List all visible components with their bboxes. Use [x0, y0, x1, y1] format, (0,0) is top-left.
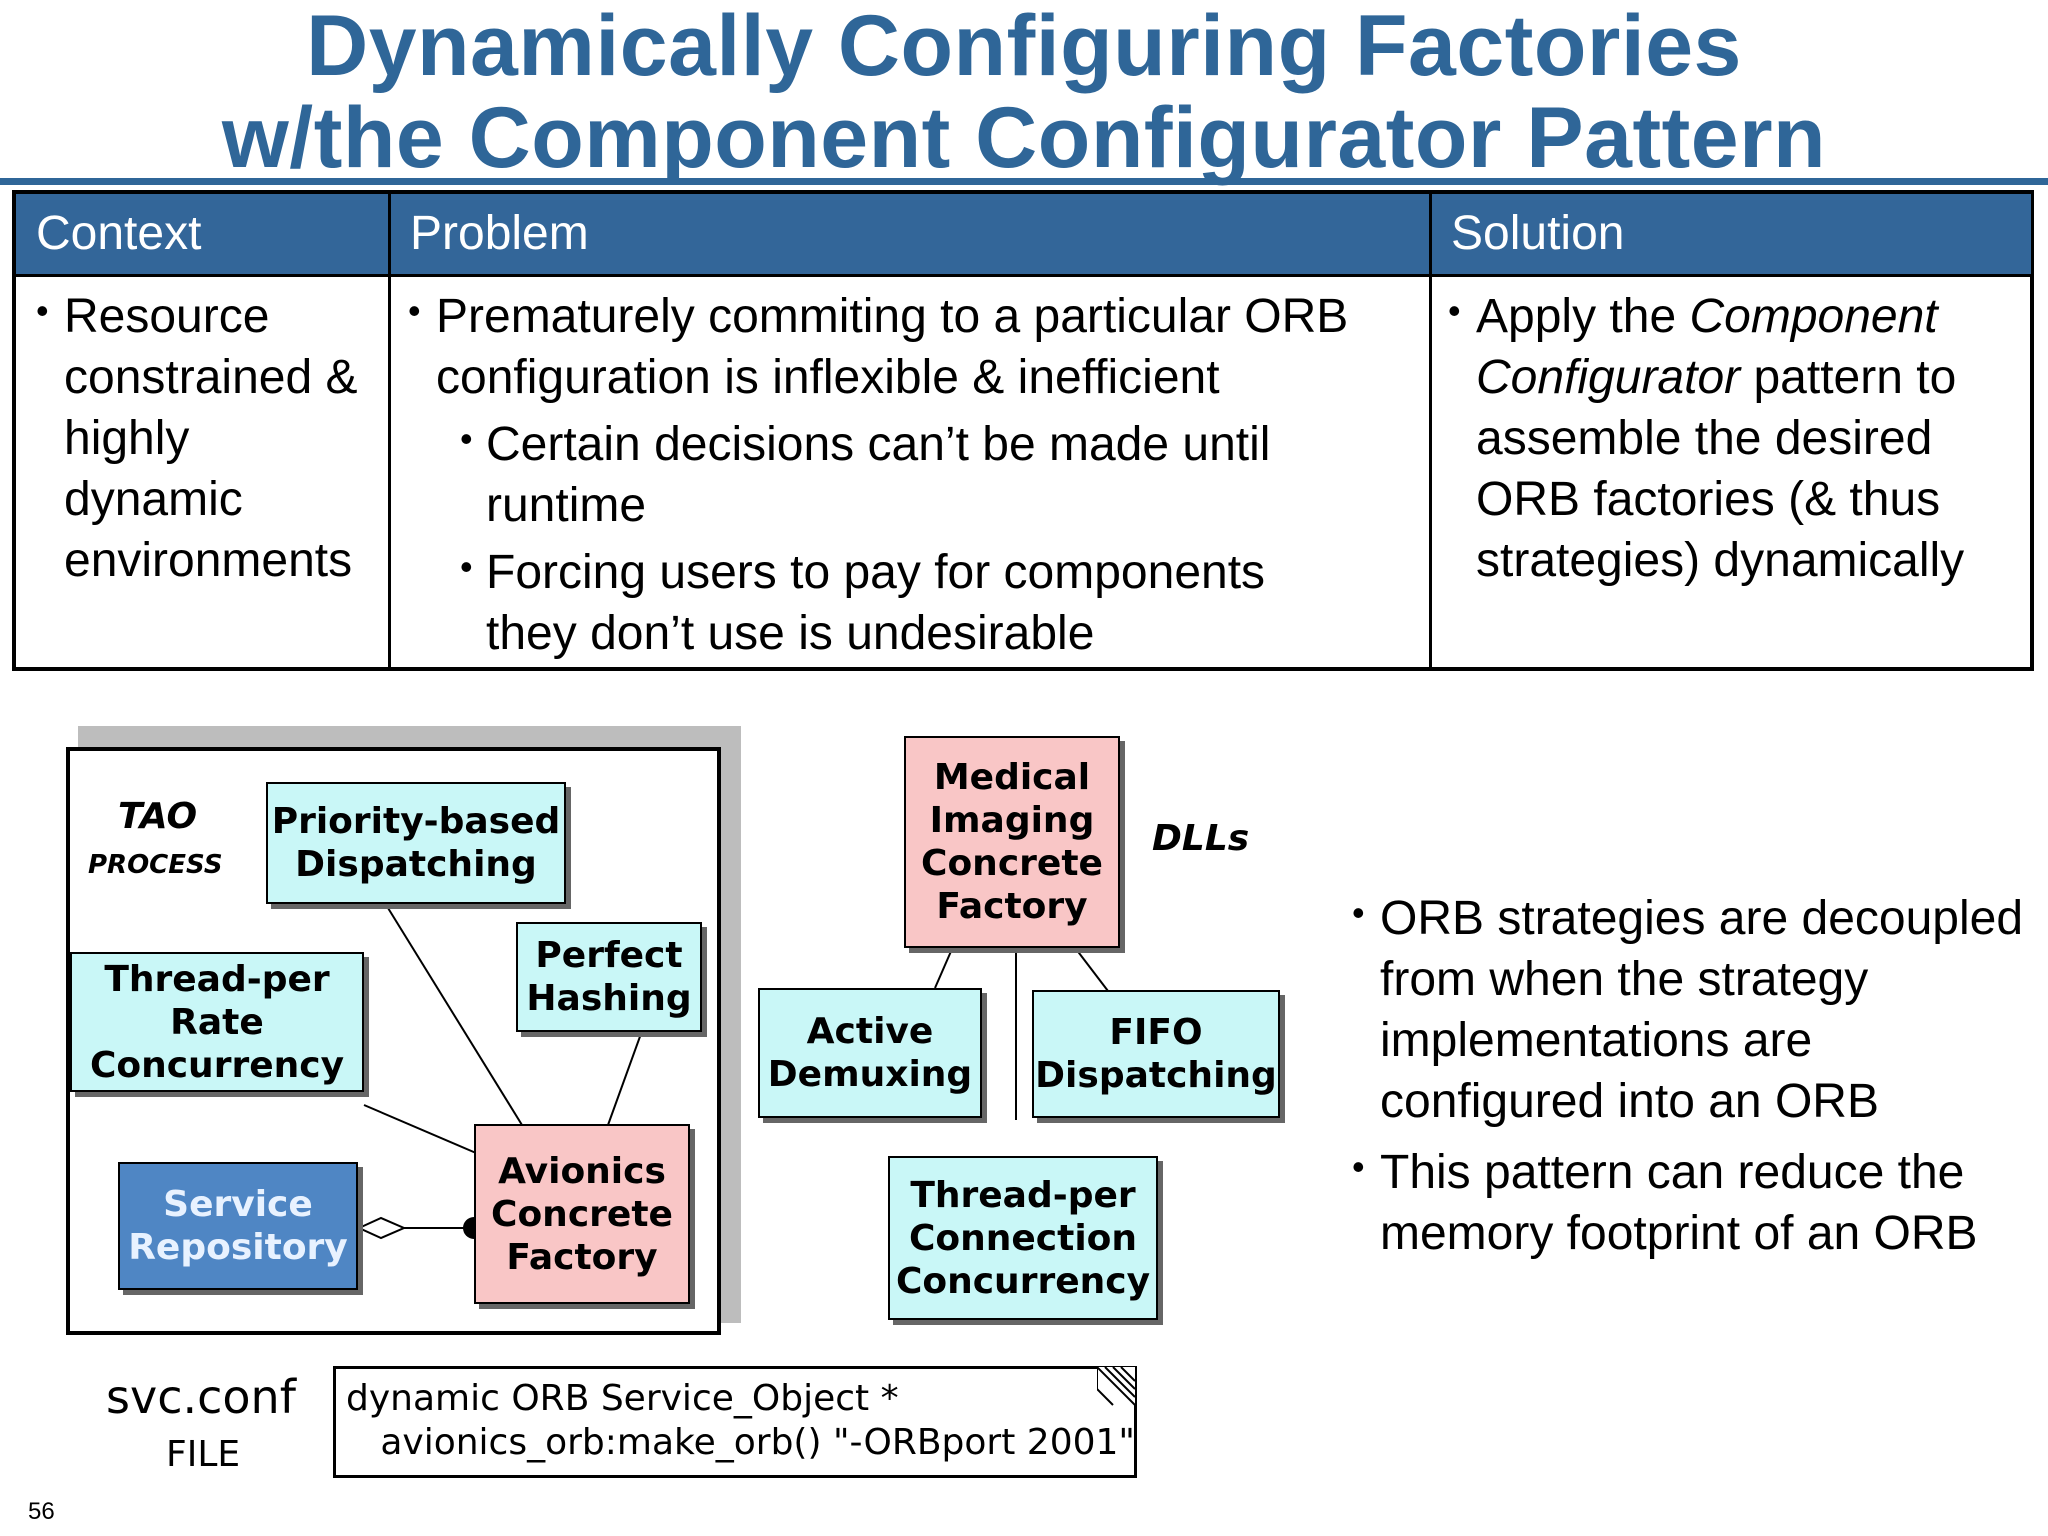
problem-bullet: Prematurely commiting to a particular OR… [408, 280, 1423, 408]
process-label: PROCESS [88, 850, 223, 880]
avionics-factory-box: Avionics Concrete Factory [474, 1124, 690, 1304]
component-configurator-diagram: TAO PROCESS DLLs Priority-based Dispatch… [0, 700, 1320, 1520]
solution-text-pre: Apply the [1476, 290, 1690, 343]
problem-sub-bullet: Certain decisions can’t be made until ru… [460, 408, 1346, 536]
svc-conf-label: svc.conf [106, 1370, 296, 1424]
line-medical-to-demuxing [934, 948, 953, 989]
thread-per-rate-box: Thread-per Rate Concurrency [70, 952, 364, 1092]
title-line-2: w/the Component Configurator Pattern [221, 90, 1827, 186]
problem-sub-bullet: Forcing users to pay for components they… [460, 536, 1346, 664]
priority-dispatching-box: Priority-based Dispatching [266, 782, 566, 904]
right-bullet: This pattern can reduce the memory footp… [1352, 1136, 2032, 1264]
active-demuxing-box: Active Demuxing [758, 988, 982, 1118]
title-line-1: Dynamically Configuring Factories [306, 0, 1742, 94]
tao-label: TAO [118, 796, 198, 837]
solution-text-post: pattern to assemble the desired ORB fact… [1476, 351, 1965, 587]
svc-conf-file-contents: dynamic ORB Service_Object * avionics_or… [333, 1366, 1137, 1478]
header-problem: Problem [390, 194, 1431, 274]
header-context: Context [16, 194, 390, 274]
line-priority-to-avionics [387, 907, 523, 1126]
header-divider [16, 274, 2030, 277]
page-number: 56 [28, 1498, 55, 1525]
line-hashing-to-avionics [607, 1030, 643, 1126]
problem-cell: Prematurely commiting to a particular OR… [408, 280, 1423, 664]
context-cell: Resource constrained & highly dynamic en… [36, 280, 381, 591]
medical-imaging-factory-box: Medical Imaging Concrete Factory [904, 736, 1120, 948]
perfect-hashing-box: Perfect Hashing [516, 922, 702, 1032]
right-bullet: ORB strategies are decoupled from when t… [1352, 882, 2032, 1132]
connector-lines [356, 907, 1109, 1240]
title-underline [0, 178, 2048, 185]
right-bullet-list: ORB strategies are decoupled from when t… [1352, 882, 2032, 1274]
solution-pattern-name: Component Configurator [1476, 290, 1938, 404]
line-medical-to-fifo [1075, 948, 1109, 992]
column-divider [388, 194, 391, 667]
slide-title: Dynamically Configuring Factories w/the … [0, 0, 2048, 184]
context-problem-solution-table: Context Problem Solution Resource constr… [12, 190, 2034, 671]
dlls-label: DLLs [1152, 818, 1250, 859]
thread-per-connection-box: Thread-per Connection Concurrency [888, 1156, 1158, 1320]
context-bullet: Resource constrained & highly dynamic en… [36, 280, 381, 591]
service-repository-box: Service Repository [118, 1162, 358, 1290]
line-rate-to-avionics [363, 1104, 477, 1154]
aggregation-diamond [356, 1216, 407, 1240]
solution-bullet: Apply the Component Configurator pattern… [1448, 280, 2028, 591]
folded-corner-icon [1097, 1367, 1136, 1406]
file-label: FILE [166, 1434, 241, 1475]
column-divider [1429, 194, 1432, 667]
fifo-dispatching-box: FIFO Dispatching [1032, 990, 1280, 1118]
header-solution: Solution [1431, 194, 2031, 274]
solution-cell: Apply the Component Configurator pattern… [1448, 280, 2028, 591]
